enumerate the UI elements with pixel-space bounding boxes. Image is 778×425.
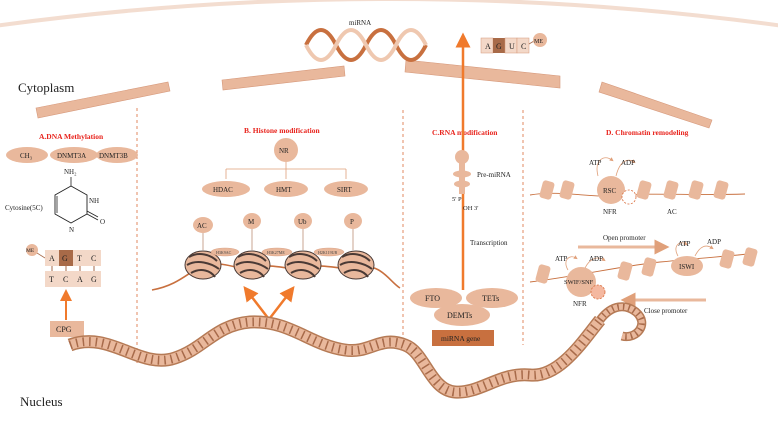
rsc-label: RSC: [603, 187, 617, 195]
site-h3k27me: H3K27ME: [267, 250, 285, 255]
atp-label-1: ATP: [589, 159, 602, 167]
nr-label: NR: [279, 147, 289, 155]
dna-me-label: ME: [26, 248, 35, 254]
mirna-base-u: U: [509, 42, 515, 51]
histone-regulators: NR HDAC HMT SIRT: [202, 138, 368, 197]
rna-enzymes: FTO TETs DEMTs: [410, 288, 518, 326]
nfr-label-2: NFR: [573, 300, 587, 308]
ac-label: AC: [667, 208, 677, 216]
atp-label-3: ATP: [555, 255, 568, 263]
nh2-label: NH₂: [64, 168, 77, 176]
mirna-gene-label: miRNA gene: [441, 334, 481, 343]
n-label: N: [69, 226, 74, 234]
nucleosomes: [184, 250, 375, 280]
top-base-c: C: [91, 254, 96, 263]
bottom-base-c: C: [63, 275, 68, 284]
nucleus-label: Nucleus: [20, 394, 63, 409]
cytosine-structure: NH₂ NH N O Cytosine(5C): [5, 168, 105, 234]
chromatin-bottom-row: [529, 241, 758, 300]
cytoskeleton-filaments: [35, 59, 713, 129]
transcription-label: Transcription: [470, 239, 508, 247]
mirna-helix: [304, 28, 428, 62]
section-b-title: B. Histone modification: [244, 126, 320, 135]
mirna-base-c: C: [521, 42, 526, 51]
close-promoter-label: Close promoter: [644, 307, 688, 315]
dnmt-enzymes: CH₃ DNMT3A DNMT3B: [6, 147, 138, 163]
dna-methyl-strands: ME A G T C T C A G: [26, 244, 101, 287]
o-label: O: [100, 218, 105, 226]
five-p-label: 5' P: [452, 196, 462, 203]
sirt-label: SIRT: [337, 186, 352, 194]
pre-mirna-hairpin: [453, 150, 471, 194]
histone-arrows: [243, 286, 295, 319]
swif-snf-label: SWIF/SNF: [564, 279, 594, 286]
mirna-base-g: G: [496, 42, 502, 51]
histone-sites: H3K9AC H3K27ME H2K119UB: [210, 247, 345, 257]
cpg-box: [50, 321, 84, 337]
nh-label: NH: [89, 197, 99, 205]
mark-p: P: [350, 218, 354, 226]
section-d-title: D. Chromatin remodeling: [606, 128, 689, 137]
adp-label-3: ADP: [589, 255, 603, 263]
section-c-title: C.RNA modification: [432, 128, 498, 137]
histone-marks: AC M Ub P: [193, 213, 362, 250]
oh3-label: OH 3': [463, 205, 478, 212]
site-h2k119ub: H2K119UB: [318, 250, 338, 255]
mirna-label: miRNA: [349, 19, 371, 27]
chromatin-top-row: [529, 157, 746, 205]
adp-label-1: ADP: [621, 159, 635, 167]
cpg-label: CPG: [56, 325, 72, 334]
atp-label-2: ATP: [678, 240, 691, 248]
bottom-base-g: G: [91, 275, 97, 284]
ch3-label: CH₃: [20, 152, 33, 160]
demts-label: DEMTs: [447, 311, 472, 320]
pre-mirna-label: Pre-miRNA: [477, 171, 511, 179]
mirna-me-label: ME: [534, 39, 543, 45]
bottom-base-t: T: [49, 275, 54, 284]
mark-m: M: [248, 218, 255, 226]
section-a-title: A.DNA Methylation: [39, 132, 104, 141]
mark-ub: Ub: [298, 218, 307, 226]
dnmt3a-label: DNMT3A: [57, 152, 86, 160]
mirna-gene-box: [432, 330, 494, 346]
iswi-label: ISWI: [679, 263, 695, 271]
mark-ac: AC: [197, 222, 207, 230]
nfr-label-1: NFR: [603, 208, 617, 216]
dnmt3b-label: DNMT3B: [99, 152, 128, 160]
cytoplasm-label: Cytoplasm: [18, 80, 74, 95]
adp-label-2: ADP: [707, 238, 721, 246]
hdac-label: HDAC: [213, 186, 233, 194]
mirna-base-strip: A G U C ME: [480, 33, 547, 54]
site-h3k9ac: H3K9AC: [216, 250, 232, 255]
hmt-label: HMT: [276, 186, 292, 194]
top-base-a: A: [49, 254, 55, 263]
bottom-base-a: A: [77, 275, 83, 284]
open-promoter-label: Open promoter: [603, 234, 646, 242]
mirna-base-a: A: [485, 42, 491, 51]
top-base-g: G: [62, 254, 68, 263]
chromosome-helix: [67, 302, 647, 399]
cell-membrane: [0, 0, 778, 28]
tets-label: TETs: [482, 294, 499, 303]
top-base-t: T: [77, 254, 82, 263]
fto-label: FTO: [425, 294, 440, 303]
cytosine-label: Cytosine(5C): [5, 204, 43, 212]
section-dividers: [136, 108, 524, 365]
